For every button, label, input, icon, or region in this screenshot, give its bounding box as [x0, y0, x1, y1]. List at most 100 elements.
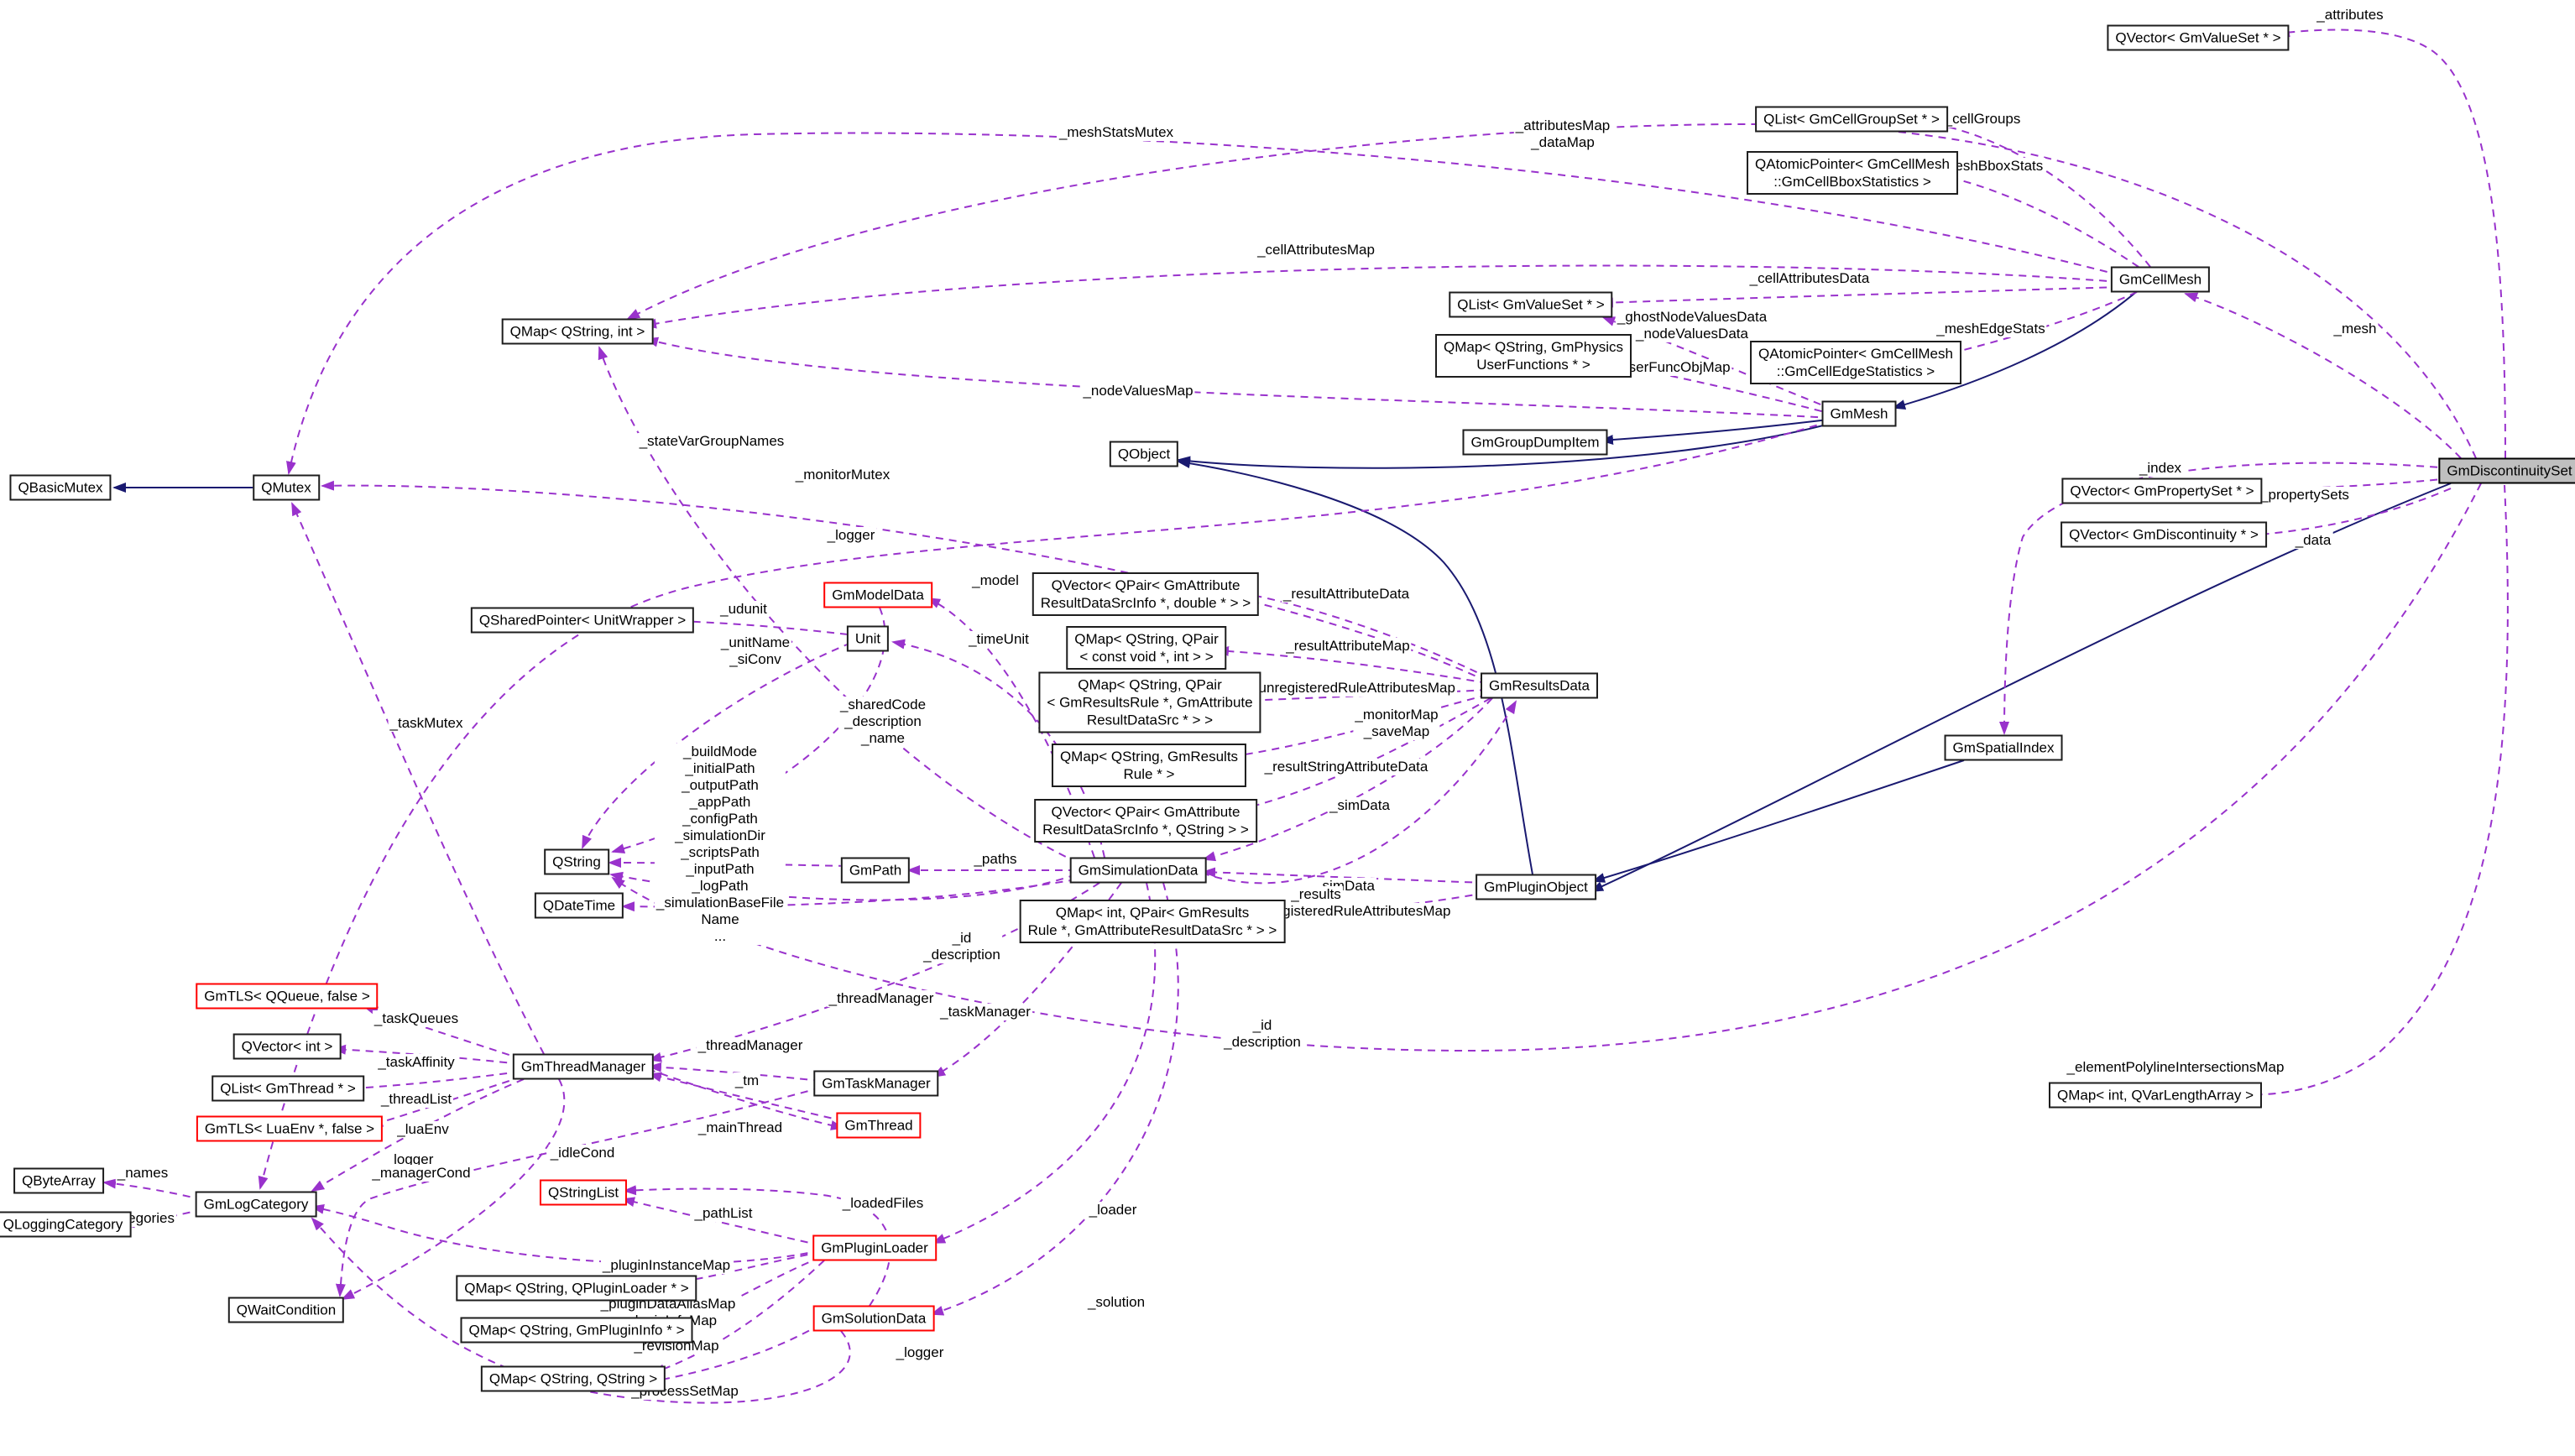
node-qmap-physics[interactable]: QMap< QString, GmPhysics UserFunctions *…	[1435, 334, 1632, 378]
node-qmap-str-int[interactable]: QMap< QString, int >	[501, 318, 654, 345]
node-gmtls-qqueue[interactable]: GmTLS< QQueue, false >	[196, 983, 379, 1010]
node-qloggingcat[interactable]: QLoggingCategory	[0, 1211, 132, 1238]
node-qmap-plugininfo[interactable]: QMap< QString, GmPluginInfo * >	[460, 1317, 693, 1344]
edge-m-monitormutex	[321, 480, 1488, 682]
edge-label-m-elementpolyline: _elementPolylineIntersectionsMap	[2065, 1059, 2286, 1076]
node-qstring[interactable]: QString	[544, 848, 609, 875]
edge-label-m-logger-tm: _logger	[384, 1151, 436, 1168]
node-gmsimdata[interactable]: GmSimulationData	[1069, 857, 1207, 884]
edge-label-m-logger-mesh: _logger	[825, 527, 877, 544]
node-qmap-str-str[interactable]: QMap< QString, QString >	[480, 1365, 666, 1392]
node-qmutex[interactable]: QMutex	[253, 474, 320, 501]
edge-label-m-logger-sol: _logger	[894, 1344, 946, 1361]
node-gmspatialindex[interactable]: GmSpatialIndex	[1944, 734, 2063, 761]
edge-label-m-udunit: _udunit	[718, 601, 769, 618]
edge-label-m-pathlist: _pathList	[692, 1205, 755, 1222]
edge-m-pathstack	[608, 858, 847, 869]
node-qvec-discontinuity[interactable]: QVector< GmDiscontinuity * >	[2061, 521, 2267, 548]
edge-m-unitname	[582, 642, 852, 849]
node-qmap-qpluginloader[interactable]: QMap< QString, QPluginLoader * >	[456, 1275, 697, 1302]
node-qap-bbox[interactable]: QAtomicPointer< GmCellMesh ::GmCellBboxS…	[1747, 151, 1958, 195]
edge-m-cellgroups	[1935, 122, 2151, 268]
node-qvec-pair-double[interactable]: QVector< QPair< GmAttribute ResultDataSr…	[1032, 572, 1260, 616]
node-qvec-propertyset[interactable]: QVector< GmPropertySet * >	[2061, 478, 2263, 504]
node-unit[interactable]: Unit	[846, 625, 890, 652]
edge-m-data	[2249, 488, 2452, 540]
edge-label-m-paths: _paths	[972, 851, 1019, 868]
node-gmthread[interactable]: GmThread	[836, 1112, 922, 1139]
edge-m-taskqueues	[364, 1006, 523, 1060]
node-gmtaskmgr[interactable]: GmTaskManager	[813, 1070, 939, 1097]
edge-label-m-unitname: _unitName _siConv	[718, 634, 792, 668]
edge-label-m-names: _names	[115, 1165, 170, 1182]
edge-label-m-cellattributesmap: _cellAttributesMap	[1256, 242, 1376, 258]
node-qlist-cellgroupset[interactable]: QList< GmCellGroupSet * >	[1755, 106, 1948, 133]
edge-m-cellattributesdata	[1600, 286, 2121, 308]
node-qmap-constvoid[interactable]: QMap< QString, QPair < const void *, int…	[1066, 626, 1227, 670]
edge-label-m-cellgroups: _cellGroups	[1942, 111, 2023, 128]
edge-label-m-taskmutex: _taskMutex	[388, 715, 465, 732]
edge-m-elementpolyline	[2243, 484, 2509, 1100]
node-gmdiscset[interactable]: GmDiscontinuitySet	[2438, 457, 2575, 484]
edge-inh-mesh-groupdump	[1600, 419, 1829, 446]
edge-m-logger-tm	[311, 1078, 525, 1192]
node-gmgroupdump[interactable]: GmGroupDumpItem	[1462, 429, 1608, 456]
edge-m-attributes	[2276, 27, 2506, 459]
edge-m-taskmutex	[291, 502, 545, 1055]
node-qdatetime[interactable]: QDateTime	[534, 892, 624, 919]
edge-label-m-resultattributedata: _resultAttributeData	[1281, 586, 1412, 603]
edge-label-m-solution: _solution	[1085, 1294, 1147, 1311]
node-qvec-pair-qstring[interactable]: QVector< QPair< GmAttribute ResultDataSr…	[1034, 799, 1257, 843]
edge-m-resultattributemap	[1215, 645, 1488, 684]
edge-m-udunit	[676, 616, 849, 635]
edge-m-loader	[932, 882, 1157, 1244]
edge-label-m-luaenv: _luaEnv	[395, 1121, 451, 1138]
node-gmthreadmgr[interactable]: GmThreadManager	[512, 1053, 655, 1080]
edge-label-m-meshbboxstats: _meshBboxStats	[1933, 158, 2045, 175]
edge-m-cuserfunc	[1611, 361, 1836, 415]
node-gmcellmesh[interactable]: GmCellMesh	[2110, 266, 2211, 293]
node-gmlogcat[interactable]: GmLogCategory	[195, 1191, 317, 1218]
node-gmresultsdata[interactable]: GmResultsData	[1481, 672, 1598, 699]
edge-label-m-attributes: _attributes	[2315, 7, 2385, 23]
edge-label-m-index: _index	[2137, 460, 2184, 477]
node-gmmesh[interactable]: GmMesh	[1821, 400, 1897, 427]
node-gmpluginobject[interactable]: GmPluginObject	[1476, 874, 1596, 900]
edge-m-results	[1201, 700, 1517, 885]
node-qmap-varlength[interactable]: QMap< int, QVarLengthArray >	[2048, 1082, 2263, 1109]
node-qstringlist[interactable]: QStringList	[539, 1179, 628, 1206]
edge-label-m-mainthread: _mainThread	[696, 1119, 785, 1136]
edge-label-m-taskmanager: _taskManager	[938, 1004, 1032, 1020]
node-qmap-int-qpair[interactable]: QMap< int, QPair< GmResults Rule *, GmAt…	[1019, 900, 1286, 943]
edge-label-m-registered: _registeredRuleAttributesMap	[1260, 903, 1453, 920]
node-gmsolutiondata[interactable]: GmSolutionData	[812, 1305, 935, 1332]
node-qvec-int[interactable]: QVector< int >	[232, 1033, 342, 1060]
node-qmap-rule-attr[interactable]: QMap< QString, QPair < GmResultsRule *, …	[1038, 671, 1261, 733]
node-qobject[interactable]: QObject	[1109, 441, 1179, 467]
node-qlist-valueset[interactable]: QList< GmValueSet * >	[1449, 291, 1613, 318]
edge-label-m-timeunit: _timeUnit	[967, 631, 1031, 648]
edge-label-m-nodevaluesmap: _nodeValuesMap	[1081, 383, 1195, 399]
edge-label-m-sharedcode: _sharedCode _description _name	[838, 697, 928, 747]
node-qvec-valueset[interactable]: QVector< GmValueSet * >	[2107, 24, 2290, 51]
node-qbasicmutex[interactable]: QBasicMutex	[9, 474, 112, 501]
edge-label-m-resultattributemap: _resultAttributeMap	[1284, 638, 1412, 655]
node-qwaitcond[interactable]: QWaitCondition	[227, 1297, 345, 1323]
node-gmpath[interactable]: GmPath	[840, 857, 911, 884]
node-qsp-unitwrapper[interactable]: QSharedPointer< UnitWrapper >	[470, 607, 695, 634]
edge-m-solution	[930, 882, 1179, 1316]
node-qlist-gmthread[interactable]: QList< GmThread * >	[212, 1075, 364, 1102]
node-gmpluginloader[interactable]: GmPluginLoader	[812, 1234, 937, 1261]
edge-label-m-idlecond: _idleCond	[548, 1145, 617, 1161]
node-gmmodeldata[interactable]: GmModelData	[823, 582, 932, 608]
edge-label-m-threadmanager1: _threadManager	[827, 990, 936, 1007]
node-gmtls-luaenv[interactable]: GmTLS< LuaEnv *, false >	[196, 1115, 384, 1142]
node-qap-edge[interactable]: QAtomicPointer< GmCellMesh ::GmCellEdgeS…	[1750, 341, 1961, 384]
edge-label-m-taskqueues: _taskQueues	[372, 1010, 461, 1027]
edge-m-model	[927, 598, 1095, 858]
node-qbytearray[interactable]: QByteArray	[13, 1167, 104, 1194]
edge-label-m-ghostnode: _ghostNodeValuesData _nodeValuesData	[1615, 309, 1769, 342]
node-qmap-results-rule[interactable]: QMap< QString, GmResults Rule * >	[1051, 744, 1247, 787]
edge-label-m-managercond: _managerCond	[370, 1165, 473, 1182]
